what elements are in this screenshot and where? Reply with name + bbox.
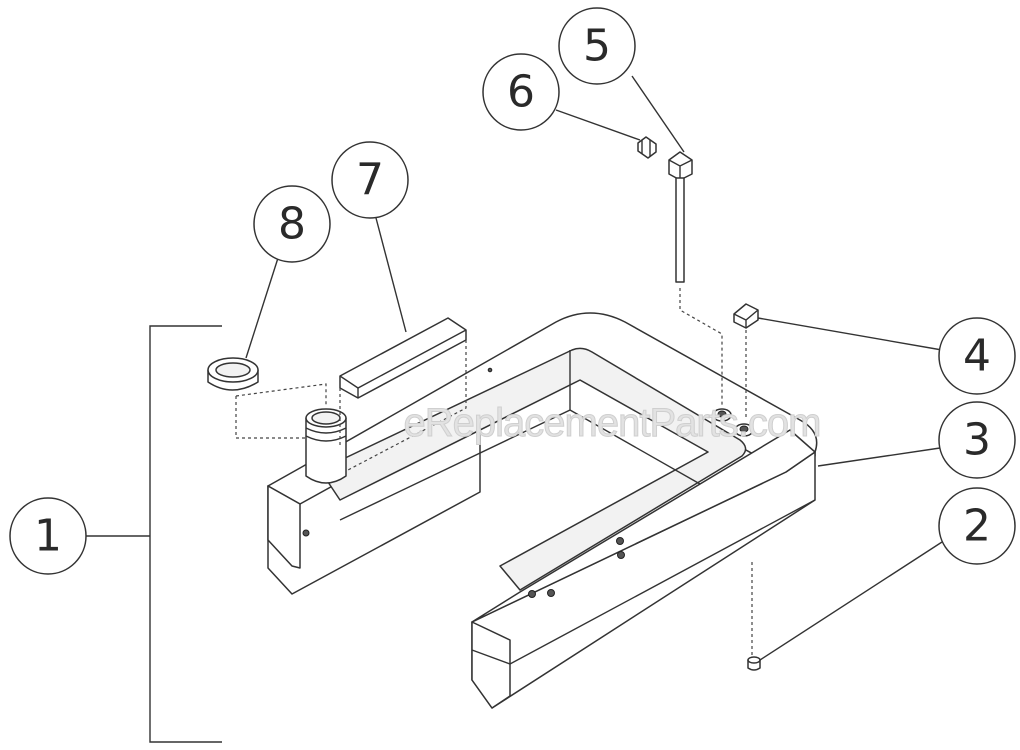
u-tank-body [267,312,818,709]
callout-5-label: 5 [583,21,611,72]
elbow-fitting [733,303,759,329]
callout-4[interactable]: 4 [938,317,1016,395]
callout-7[interactable]: 7 [331,141,409,219]
callout-1[interactable]: 1 [9,497,87,575]
callout-7-label: 7 [356,155,384,206]
callout-8-label: 8 [278,199,306,250]
callout-1-label: 1 [34,511,62,562]
callout-5[interactable]: 5 [558,7,636,85]
callout-2-label: 2 [963,501,991,552]
callout-8[interactable]: 8 [253,185,331,263]
callout-3[interactable]: 3 [938,401,1016,479]
callout-3-label: 3 [963,415,991,466]
leader-lines [86,75,943,661]
sensor-rod [668,151,693,283]
callout-4-label: 4 [963,331,991,382]
assembly-bracket [149,325,222,743]
callout-6-label: 6 [507,67,535,118]
watermark-text: eReplacementParts.com [404,401,821,445]
callout-6[interactable]: 6 [482,53,560,131]
callout-2[interactable]: 2 [938,487,1016,565]
drain-plug [747,656,761,671]
filler-neck [305,408,347,484]
small-fitting [637,136,657,159]
filler-cap [207,357,259,391]
